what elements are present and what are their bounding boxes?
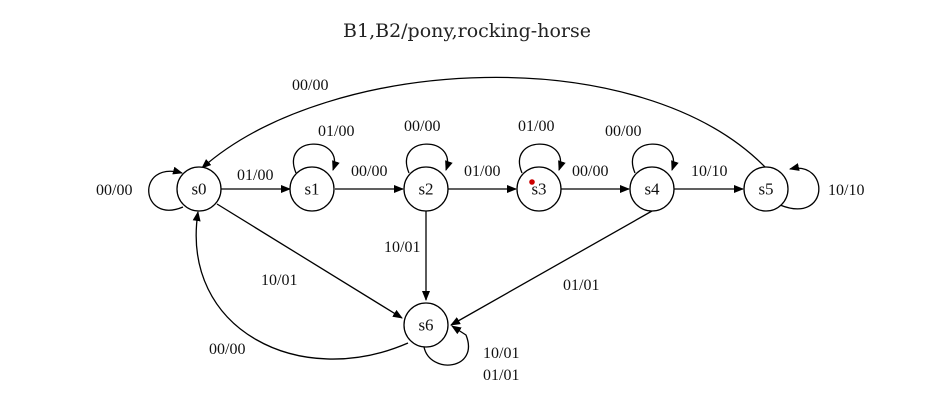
edge-s5-s5 [779,163,820,210]
edge-s4-s6 [450,210,653,326]
svg-text:s0: s0 [191,180,206,199]
edge-s3-s3 [518,143,566,174]
edge-s0-s6 [216,203,403,319]
edge-label: 01/00 [237,167,273,184]
svg-text:s2: s2 [418,180,433,199]
edge-label: 01/00 [464,163,500,180]
edge-label: 01/01 [483,367,519,384]
edge-label: 01/00 [518,118,554,135]
edge-label: 00/00 [572,163,608,180]
edge-s0-s0 [148,166,184,211]
state-s3[interactable]: s3 [516,166,562,212]
edge-label: 00/00 [96,182,132,199]
edge-s6-s6 [423,325,469,366]
state-s1[interactable]: s1 [289,166,335,212]
edge-label: 10/10 [828,182,864,199]
edge-label: 00/00 [605,123,641,140]
edge-s4-s4 [631,143,679,174]
edge-label: 10/01 [261,272,297,289]
edge-s2-s2 [405,143,453,174]
svg-text:s3: s3 [531,180,546,199]
edge-label: 00/00 [209,341,245,358]
edge-label: 00/00 [404,118,440,135]
edge-label: 01/00 [318,123,354,140]
state-s4[interactable]: s4 [629,166,675,212]
svg-text:s4: s4 [644,180,660,199]
edge-label: 00/00 [292,77,328,94]
diagram-title: B1,B2/pony,rocking-horse [343,20,591,42]
state-s5[interactable]: s5 [743,166,789,212]
svg-text:s1: s1 [304,180,319,199]
state-s2[interactable]: s2 [403,166,449,212]
edge-label: 10/01 [483,345,519,362]
edge-s5-s0 [201,76,766,169]
cursor-marker [529,179,535,185]
svg-text:s6: s6 [418,316,433,335]
edge-label: 00/00 [351,163,387,180]
edge-label: 10/10 [691,163,727,180]
edge-s6-s0 [192,211,409,360]
edge-s1-s1 [292,143,340,174]
state-s0[interactable]: s0 [176,166,222,212]
edge-label: 01/01 [563,277,599,294]
svg-text:s5: s5 [758,180,773,199]
edge-label: 10/01 [384,239,420,256]
state-s6[interactable]: s6 [403,302,449,348]
